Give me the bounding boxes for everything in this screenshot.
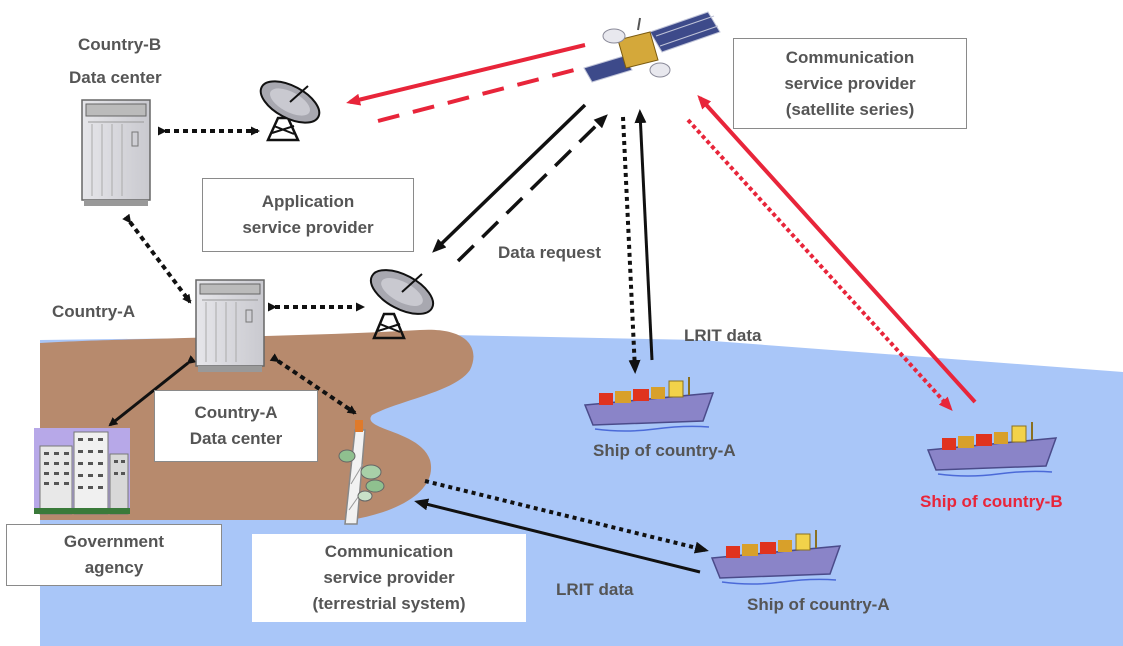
link-satellite-to-countrya-dish bbox=[432, 103, 587, 253]
server-rack-icon-countryb bbox=[81, 99, 151, 206]
gov-line2: agency bbox=[84, 558, 144, 577]
csp-ter-line3: (terrestrial system) bbox=[312, 594, 466, 613]
link-satellite-to-shipb bbox=[686, 118, 953, 411]
dish-antenna-icon-countrya bbox=[369, 269, 435, 340]
link-countryb-dish-to-satellite bbox=[377, 66, 583, 123]
country-a-dc-line1: Country-A bbox=[194, 403, 278, 422]
link-countrya-dc-tower bbox=[269, 353, 357, 415]
csp-sat-line2: service provider bbox=[784, 73, 916, 93]
country-b-label: Country-B bbox=[78, 35, 162, 54]
application-service-provider-box: Application service provider bbox=[202, 178, 414, 252]
link-shipb-to-satellite bbox=[697, 95, 977, 404]
csp-satellite-box: Communication service provider (satellit… bbox=[733, 38, 967, 129]
ship-country-a-label-2: Ship of country-A bbox=[747, 595, 890, 614]
ship-country-b-label: Ship of country-B bbox=[920, 492, 1063, 511]
link-data-request bbox=[621, 116, 641, 374]
asp-line2: service provider bbox=[242, 218, 374, 237]
satellite-icon bbox=[583, 11, 721, 83]
link-tower-to-ship-a bbox=[424, 479, 709, 554]
csp-ter-line2: service provider bbox=[323, 568, 455, 587]
link-ship-a-to-tower bbox=[414, 498, 701, 574]
link-lrit-data-up bbox=[634, 109, 654, 361]
link-countrya-dc-government bbox=[108, 355, 197, 427]
country-b-data-center-label: Data center bbox=[69, 68, 162, 87]
office-building-icon bbox=[34, 428, 130, 515]
asp-line1: Application bbox=[261, 192, 355, 211]
csp-ter-line1: Communication bbox=[324, 542, 454, 561]
lrit-data-label-terrestrial: LRIT data bbox=[556, 580, 634, 599]
country-a-dc-line2: Data center bbox=[189, 429, 283, 448]
lrit-data-label-satellite: LRIT data bbox=[684, 326, 762, 345]
link-countrya-dish-to-satellite bbox=[456, 114, 608, 263]
country-a-data-center-box: Country-A Data center bbox=[154, 390, 318, 462]
data-request-label: Data request bbox=[498, 243, 601, 262]
cargo-ship-icon-a2 bbox=[710, 530, 842, 585]
csp-terrestrial-box: Communication service provider (terrestr… bbox=[252, 534, 526, 622]
dish-antenna-icon-countryb bbox=[259, 80, 321, 142]
ship-country-a-label-1: Ship of country-A bbox=[593, 441, 736, 460]
cargo-ship-icon-b bbox=[926, 422, 1058, 477]
radio-tower-icon bbox=[338, 420, 385, 525]
country-a-label: Country-A bbox=[52, 302, 136, 321]
link-countryb-countrya-dc bbox=[122, 213, 192, 304]
csp-sat-line1: Communication bbox=[785, 47, 915, 67]
gov-line1: Government bbox=[63, 532, 165, 551]
csp-sat-line3: (satellite series) bbox=[785, 99, 915, 119]
link-satellite-to-countryb-dish bbox=[346, 43, 586, 106]
government-agency-box: Government agency bbox=[6, 524, 222, 586]
cargo-ship-icon-a1 bbox=[583, 377, 715, 432]
server-rack-icon-countrya bbox=[195, 279, 265, 372]
